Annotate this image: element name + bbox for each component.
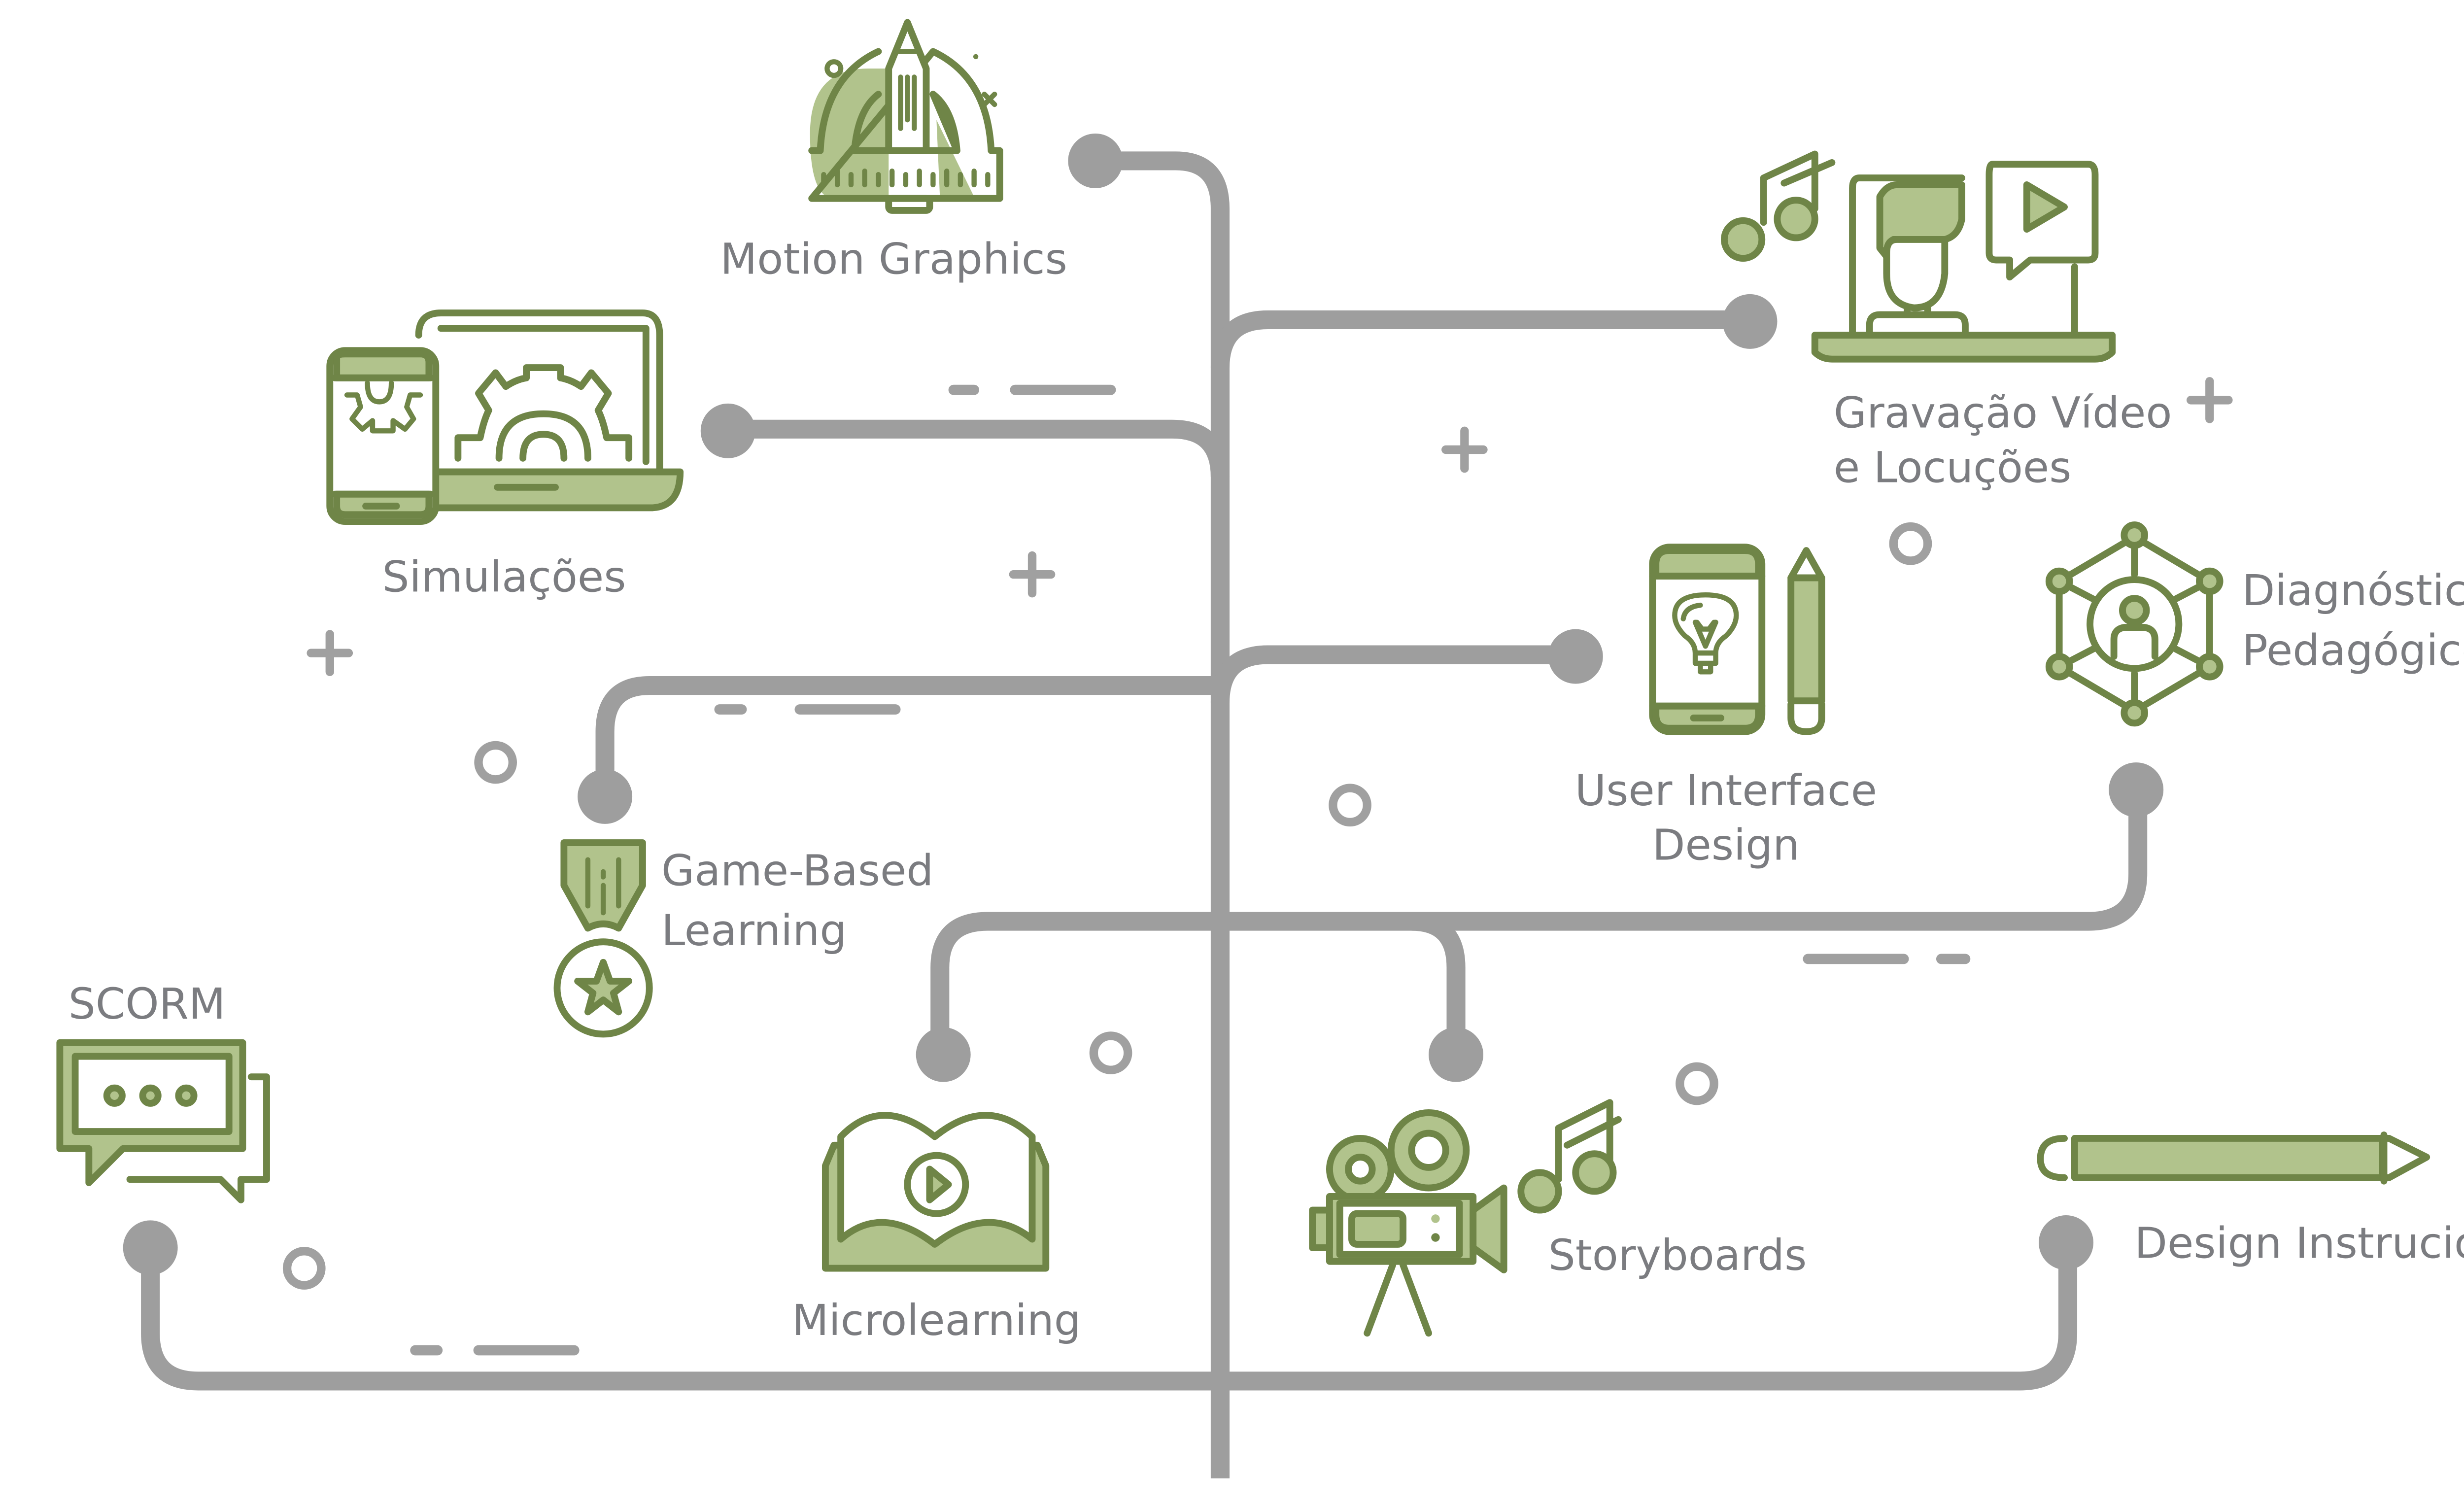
track-bottom — [141, 1242, 2078, 1391]
label-diagnostico-line2: Pedagógico Inicial — [2242, 626, 2464, 675]
film-camera-music-icon — [1309, 1099, 1622, 1337]
track-game-based — [595, 676, 1220, 797]
deco-plus — [1441, 426, 1488, 473]
node-dot-game-based[interactable] — [578, 769, 633, 824]
node-dot-storyboards[interactable] — [1429, 1027, 1483, 1082]
node-dot-diagnostico[interactable] — [2109, 762, 2164, 818]
deco-ring — [1676, 1062, 1718, 1105]
deco-plus — [2186, 377, 2233, 423]
medal-star-icon — [553, 839, 653, 1038]
tracks — [141, 151, 2148, 1479]
label-gravacao-line2: e Locuções — [1834, 443, 2072, 492]
track-motion-graphics — [1094, 151, 1230, 209]
node-dot-gravacao[interactable] — [1722, 294, 1778, 349]
node-dot-ui-design[interactable] — [1548, 629, 1603, 684]
deco-plus — [1009, 551, 1056, 598]
track-gravacao — [1210, 310, 1750, 368]
node-dots — [123, 133, 2164, 1275]
label-design-instrucional: Design Instrucional — [2134, 1219, 2464, 1268]
lightbulb-icon — [1672, 592, 1739, 675]
pencil-icon — [2037, 1131, 2430, 1185]
deco-ring — [1089, 1031, 1132, 1074]
video-presenter-icon — [1721, 150, 2116, 363]
decorations — [282, 377, 2233, 1356]
deco-ring — [1329, 784, 1371, 827]
music-note-icon — [1721, 150, 1836, 262]
network-user-icon — [2045, 521, 2224, 727]
label-diagnostico-line1: Diagnóstico — [2242, 566, 2464, 616]
deco-ring — [282, 1247, 326, 1290]
protractor-pencil-icon — [808, 19, 1003, 214]
deco-ring — [474, 741, 517, 784]
deco-plus — [307, 630, 353, 676]
track-diagnostico — [930, 789, 2148, 1055]
label-ui-design-line2: Design — [1652, 821, 1800, 870]
music-note-icon — [1517, 1099, 1622, 1214]
node-dot-scorm[interactable] — [123, 1220, 178, 1275]
node-dot-simulacoes[interactable] — [700, 403, 755, 458]
label-game-based-line2: Learning — [661, 906, 847, 956]
label-scorm: SCORM — [68, 980, 226, 1029]
devices-gear-icon — [326, 309, 684, 525]
chat-bubbles-icon — [56, 1039, 270, 1203]
node-dot-design-instrucional[interactable] — [2039, 1215, 2093, 1270]
node-dot-microlearning[interactable] — [916, 1027, 971, 1082]
phone-bulb-pencil-icon — [1649, 544, 1825, 735]
label-storyboards: Storyboards — [1548, 1231, 1807, 1280]
track-ui-design — [1210, 645, 1576, 703]
track-simulacoes — [728, 419, 1230, 478]
track-storyboards — [1411, 912, 1466, 1055]
label-ui-design-line1: User Interface — [1575, 766, 1877, 816]
label-gravacao-line1: Gravação Vídeo — [1834, 388, 2172, 438]
label-simulacoes: Simulações — [382, 552, 626, 602]
label-microlearning: Microlearning — [792, 1296, 1081, 1345]
label-game-based-line1: Game-Based — [661, 847, 933, 896]
book-play-icon — [821, 1112, 1050, 1272]
node-dot-motion-graphics[interactable] — [1068, 133, 1123, 188]
deco-ring — [1889, 522, 1932, 565]
label-motion-graphics: Motion Graphics — [720, 235, 1067, 284]
